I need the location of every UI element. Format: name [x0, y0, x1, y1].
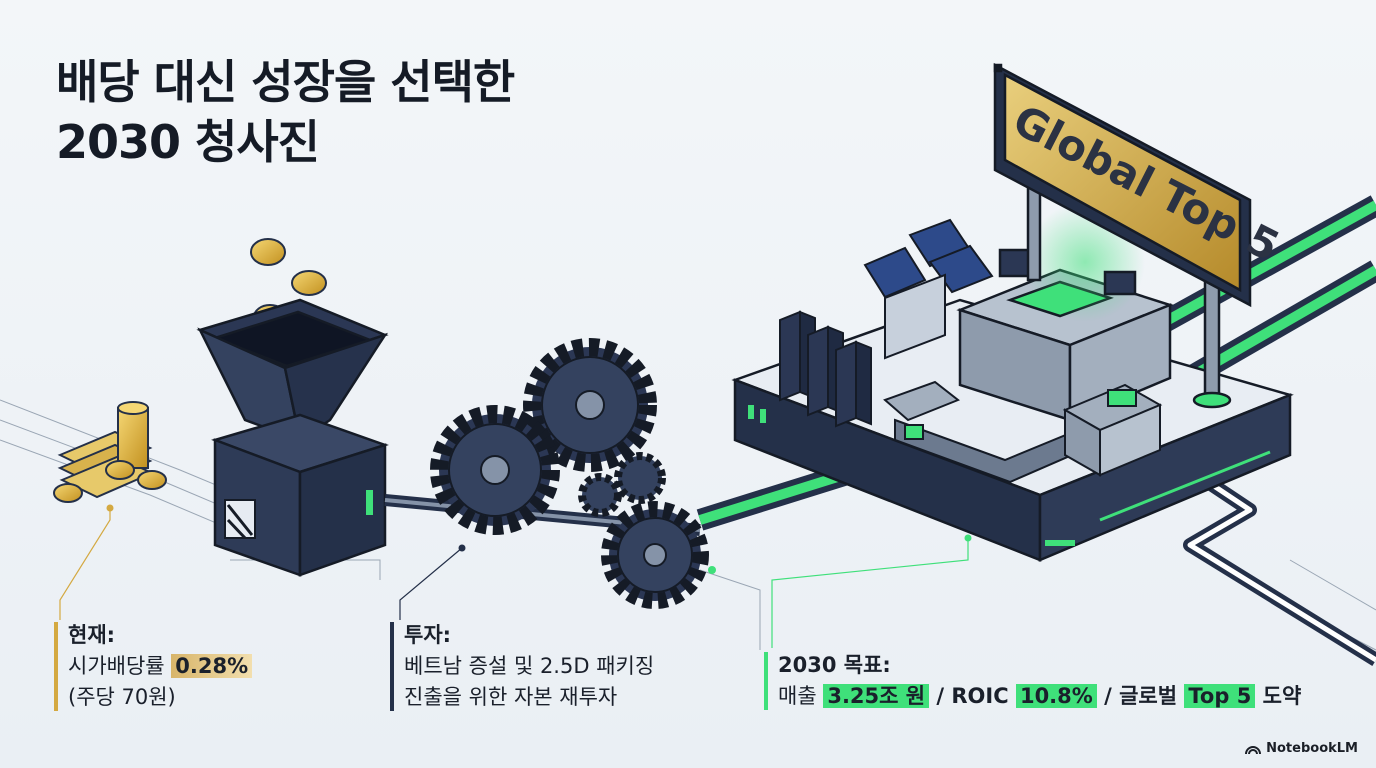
caption-goal-line: 매출 3.25조 원 / ROIC 10.8% / 글로벌 Top 5 도약 [778, 681, 1301, 712]
revenue-label: 매출 [778, 684, 824, 708]
caption-invest-bar [390, 622, 394, 711]
caption-current-line-1: 시가배당률 0.28% [68, 651, 253, 682]
roic-highlight: 10.8% [1015, 684, 1097, 708]
caption-current-bar [54, 622, 58, 711]
leap-label: 도약 [1255, 684, 1302, 708]
pointer-lines [59, 508, 969, 648]
caption-goal-bar [764, 652, 768, 710]
hopper-machine [196, 298, 389, 577]
title-line-2: 2030 청사진 [56, 115, 320, 169]
caption-current-head: 현재: [68, 623, 116, 647]
caption-invest-line-1: 베트남 증설 및 2.5D 패키징 [404, 654, 655, 678]
gear-cluster [430, 338, 716, 609]
signpost [993, 62, 1252, 409]
rank-highlight: Top 5 [1184, 684, 1256, 708]
revenue-highlight: 3.25조 원 [823, 684, 930, 708]
server-racks [779, 310, 872, 428]
page-title: 배당 대신 성장을 선택한 2030 청사진 [56, 52, 515, 172]
roic-label: / ROIC [929, 684, 1016, 708]
cash-stack [53, 401, 167, 503]
caption-current-line-2: (주당 70원) [68, 685, 176, 709]
brand-name: NotebookLM [1266, 741, 1358, 756]
solar-panels [863, 218, 994, 360]
notebooklm-logo-icon [1245, 745, 1262, 754]
caption-goal-head: 2030 목표: [778, 653, 891, 677]
caption-invest: 투자: 베트남 증설 및 2.5D 패키징 진출을 위한 자본 재투자 [390, 620, 654, 713]
main-building [956, 202, 1174, 422]
title-line-1: 배당 대신 성장을 선택한 [56, 55, 515, 109]
conveyor [883, 380, 1163, 484]
caption-current: 현재: 시가배당률 0.28% (주당 70원) [54, 620, 253, 713]
caption-invest-head: 투자: [404, 623, 452, 647]
brand-watermark: NotebookLM [1245, 741, 1358, 756]
dividend-label: 시가배당률 [68, 654, 172, 678]
caption-goal: 2030 목표: 매출 3.25조 원 / ROIC 10.8% / 글로벌 T… [764, 650, 1301, 712]
global-label: / 글로벌 [1096, 684, 1185, 708]
caption-invest-line-2: 진출을 위한 자본 재투자 [404, 685, 618, 709]
dividend-yield-highlight: 0.28% [171, 654, 253, 678]
